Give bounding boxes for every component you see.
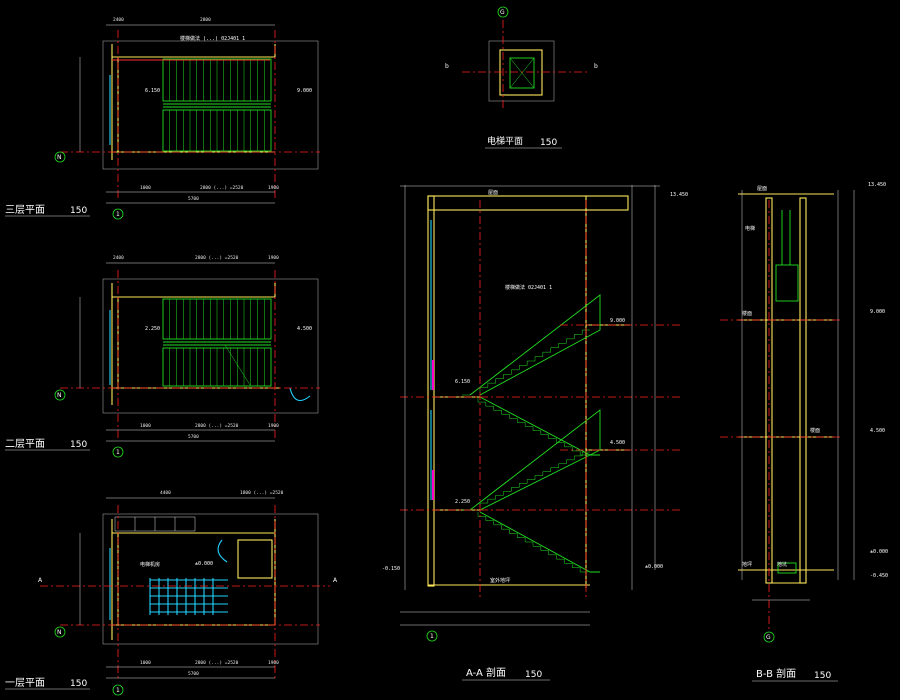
section-aa-level-r3: ±0.000 — [645, 564, 663, 570]
elevator-title: 电梯平面 — [487, 135, 523, 147]
plan2-level-2: 4.500 — [297, 326, 312, 332]
plan1-dim-bottom-3: 1900 — [268, 660, 279, 666]
plan-1st-floor: 4400 1800 (...) =2520 1000 2800 (...) =2… — [5, 490, 338, 696]
section-aa-step-profiles — [477, 329, 590, 573]
section-aa-level-top: 13.450 — [670, 192, 688, 198]
plan1-scale: 150 — [70, 679, 87, 689]
section-bb-level-r4: -0.450 — [870, 573, 888, 579]
plan1-dim-top-1: 4400 — [160, 490, 171, 496]
plan1-stair-treads — [149, 578, 228, 615]
section-aa-level-r2: 4.500 — [610, 440, 625, 446]
plan2-title: 二层平面 — [5, 438, 45, 450]
section-aa-level-l3: -0.150 — [382, 566, 400, 572]
section-bb-axis: G — [766, 634, 771, 641]
plan1-title: 一层平面 — [5, 677, 45, 689]
plan1-cut-mark-right: A — [333, 577, 338, 584]
section-bb-axis-bubble — [763, 631, 775, 643]
section-aa-roof: 屋面 — [488, 190, 498, 196]
plan2-axis-1: 1 — [116, 449, 120, 456]
plan3-dim-total: 5700 — [188, 196, 199, 202]
plan2-dim-top-2: 2800 (...) =2520 — [195, 255, 239, 261]
plan3-axis-bubble-n — [54, 151, 66, 163]
section-aa-stair-flights — [462, 294, 601, 573]
plan1-axis-n: N — [57, 629, 62, 636]
plan2-axis-bubble-n — [54, 389, 66, 401]
plan3-stair-note: 楼梯做法 (...) 02J401 1 — [180, 35, 245, 42]
section-bb-level-r2: 4.500 — [870, 428, 885, 434]
section-bb-label-floor2: 楼面 — [810, 427, 820, 434]
section-aa-ground: 室外地坪 — [490, 577, 510, 584]
section-a-a: 屋面 13.450 6.150 2.250 -0.150 9.000 4.500… — [382, 185, 688, 681]
section-bb-label-elevator: 电梯 — [745, 225, 755, 232]
section-aa-axis-bubble — [426, 630, 438, 642]
plan1-level: ±0.000 — [195, 561, 213, 567]
plan2-dim-top-1: 2400 — [113, 255, 124, 261]
plan3-dim-top-1: 2400 — [113, 17, 124, 23]
section-b-b: 屋面 13.450 电梯 楼面 楼面 地坪 地坑 9.000 4.500 ±0.… — [720, 182, 888, 682]
plan1-axis-bubble-1 — [112, 684, 124, 696]
plan1-cut-mark-left: A — [38, 577, 43, 584]
plan1-dim-total: 5700 — [188, 671, 199, 677]
plan2-axis-n: N — [57, 392, 62, 399]
elevator-plan: G b b 电梯平面 150 — [445, 6, 598, 149]
plan1-axis-1: 1 — [116, 687, 120, 694]
plan3-level-1: 6.150 — [145, 88, 160, 94]
section-bb-title: B-B 剖面 — [756, 667, 796, 680]
elevator-axis-bubble — [497, 6, 509, 18]
plan3-dim-top-2: 2800 — [200, 17, 211, 23]
plan2-scale: 150 — [70, 440, 87, 450]
plan-3rd-floor: 2400 2800 1000 2800 (...) =2520 1900 570… — [5, 17, 320, 220]
section-aa-level-l2: 2.250 — [455, 499, 470, 505]
plan2-dim-total: 5700 — [188, 434, 199, 440]
plan2-dim-bottom-2: 2800 (...) =2520 — [195, 423, 239, 429]
plan3-axis-1: 1 — [116, 211, 120, 218]
section-bb-label-ground: 地坪 — [742, 561, 752, 568]
plan3-scale: 150 — [70, 206, 87, 216]
section-bb-level-r3: ±0.000 — [870, 549, 888, 555]
elevator-cut-left: b — [445, 63, 449, 70]
plan2-dim-top-3: 1900 — [268, 255, 279, 261]
plan3-level-2: 9.000 — [297, 88, 312, 94]
section-bb-label-pit: 地坑 — [777, 561, 787, 568]
plan1-dim-bottom-1: 1000 — [140, 660, 151, 666]
section-bb-scale: 150 — [814, 671, 831, 681]
section-bb-level-r1: 9.000 — [870, 309, 885, 315]
plan1-axis-bubble-n — [54, 626, 66, 638]
plan1-dim-bottom-2: 2800 (...) =2520 — [195, 660, 239, 666]
plan2-dim-bottom-3: 1900 — [268, 423, 279, 429]
plan2-axis-bubble-1 — [112, 446, 124, 458]
elevator-axis-label: G — [500, 9, 505, 16]
plan1-room: 电梯机房 — [140, 561, 160, 568]
plan3-dim-bottom-2: 2800 (...) =2520 — [200, 185, 244, 191]
section-aa-level-l1: 6.150 — [455, 379, 470, 385]
section-aa-title: A-A 剖面 — [466, 666, 506, 679]
plan2-dim-bottom-1: 1000 — [140, 423, 151, 429]
section-bb-level-top: 13.450 — [868, 182, 886, 188]
plan3-dim-bottom-3: 1900 — [268, 185, 279, 191]
plan3-axis-bubble-1 — [112, 208, 124, 220]
plan3-title: 三层平面 — [5, 204, 45, 216]
section-aa-note: 楼梯做法 02J401 1 — [505, 284, 552, 291]
section-bb-roof: 屋面 — [757, 186, 767, 192]
section-bb-label-floor1: 楼面 — [742, 310, 752, 317]
section-aa-axis: 1 — [430, 633, 434, 640]
section-aa-level-r1: 9.000 — [610, 318, 625, 324]
elevator-cut-right: b — [594, 63, 598, 70]
plan2-level-1: 2.250 — [145, 326, 160, 332]
plan3-axis-n: N — [57, 154, 62, 161]
plan1-dim-top-2: 1800 (...) =2520 — [240, 490, 284, 496]
plan3-dim-bottom-1: 1000 — [140, 185, 151, 191]
elevator-scale: 150 — [540, 138, 557, 148]
plan-2nd-floor: 2400 2800 (...) =2520 1900 1000 2800 (..… — [5, 255, 320, 458]
section-aa-scale: 150 — [525, 670, 542, 680]
